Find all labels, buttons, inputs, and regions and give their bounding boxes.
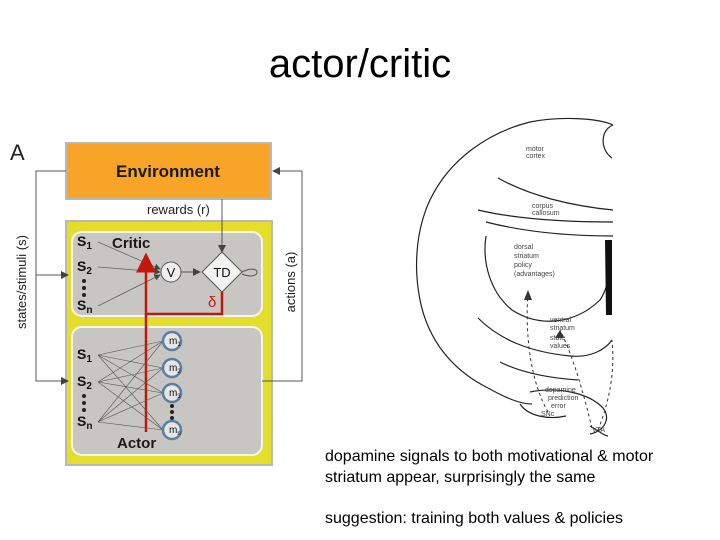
actor-label: Actor xyxy=(117,435,156,452)
delta-label: δ xyxy=(208,294,216,311)
callosum-line-2 xyxy=(485,221,614,237)
cortex-border xyxy=(497,177,614,211)
ellipsis-dot xyxy=(82,286,86,290)
td-label: TD xyxy=(213,265,230,280)
actor-state-s1: S1 xyxy=(77,346,92,365)
caption-line-1: dopamine signals to both motivational & … xyxy=(325,448,654,465)
brain-outline xyxy=(415,117,614,405)
states-axis-label: states/stimuli (s) xyxy=(14,235,29,329)
dopamine-arrowheads xyxy=(524,290,564,338)
label-dopamine: dopamine xyxy=(545,387,576,394)
dorsal-striatum-outline xyxy=(484,235,612,322)
ellipsis-dot xyxy=(82,408,86,412)
ellipsis-dot xyxy=(82,279,86,283)
ellipsis-dot xyxy=(82,293,86,297)
brain-notch xyxy=(602,124,614,159)
label-ventral-striatum: striatum xyxy=(550,325,575,332)
value-label: V xyxy=(167,265,176,280)
action-loop-line xyxy=(262,171,303,382)
dopamine-projections xyxy=(526,289,614,431)
ventral-boundary xyxy=(477,317,613,357)
ellipsis-dot xyxy=(82,401,86,405)
ventricle xyxy=(605,240,612,315)
caption-line-2: striatum appear, surprisingly the same xyxy=(325,469,596,486)
label-snc: SNc xyxy=(541,411,555,418)
td-self-loop xyxy=(241,268,258,277)
critic-state-s1: S1 xyxy=(77,233,92,252)
actor-connections xyxy=(97,340,164,431)
label-state: state xyxy=(550,335,565,342)
label-ventral: ventral xyxy=(550,317,571,324)
label-dorsal-striatum: striatum xyxy=(514,253,539,260)
label-vta: VTA xyxy=(592,427,605,434)
environment-box xyxy=(65,142,272,200)
environment-label: Environment xyxy=(116,162,220,181)
td-error-signal xyxy=(136,252,224,316)
actions-axis-label: actions (a) xyxy=(283,252,298,313)
ventral-lower xyxy=(499,361,579,381)
label-values: values xyxy=(550,343,571,350)
label-corpus: corpus xyxy=(532,203,554,210)
critic-state-s2: S2 xyxy=(77,258,92,277)
svg-text:m2: m2 xyxy=(169,363,181,375)
label-policy: policy xyxy=(514,262,532,269)
critic-state-sn: Sn xyxy=(77,297,92,316)
label-motor: motor xyxy=(526,146,545,153)
label-dorsal: dorsal xyxy=(514,244,534,251)
slide-title: actor/critic xyxy=(268,42,452,86)
ellipsis-dot xyxy=(170,416,174,420)
label-cortex: cortex xyxy=(526,153,546,160)
midbrain-outline xyxy=(529,389,608,435)
ellipsis-dot xyxy=(82,394,86,398)
label-error: error xyxy=(551,403,566,410)
actor-state-s2: S2 xyxy=(77,373,92,392)
snc-outline xyxy=(519,403,567,419)
label-advantages: (advantages) xyxy=(514,271,555,278)
critic-label: Critic xyxy=(112,235,150,252)
motor-node-m3: m3 xyxy=(161,382,183,404)
sn-to-v-arrow xyxy=(97,274,161,307)
svg-text:mn: mn xyxy=(169,425,181,437)
label-prediction: prediction xyxy=(548,395,578,402)
motor-node-m1: m1 xyxy=(161,330,183,352)
caption-line-3: suggestion: training both values & polic… xyxy=(325,510,623,527)
actor-state-sn: Sn xyxy=(77,413,92,432)
ellipsis-dot xyxy=(170,404,174,408)
svg-text:m1: m1 xyxy=(169,336,181,348)
callosum-line-1 xyxy=(477,209,614,223)
label-callosum: callosum xyxy=(532,210,560,217)
svg-text:m3: m3 xyxy=(169,388,181,400)
motor-node-m2: m2 xyxy=(161,357,183,379)
ellipsis-dot xyxy=(170,410,174,414)
rewards-label: rewards (r) xyxy=(147,202,210,217)
motor-node-mn: mn xyxy=(161,419,183,441)
panel-letter: A xyxy=(10,140,25,165)
